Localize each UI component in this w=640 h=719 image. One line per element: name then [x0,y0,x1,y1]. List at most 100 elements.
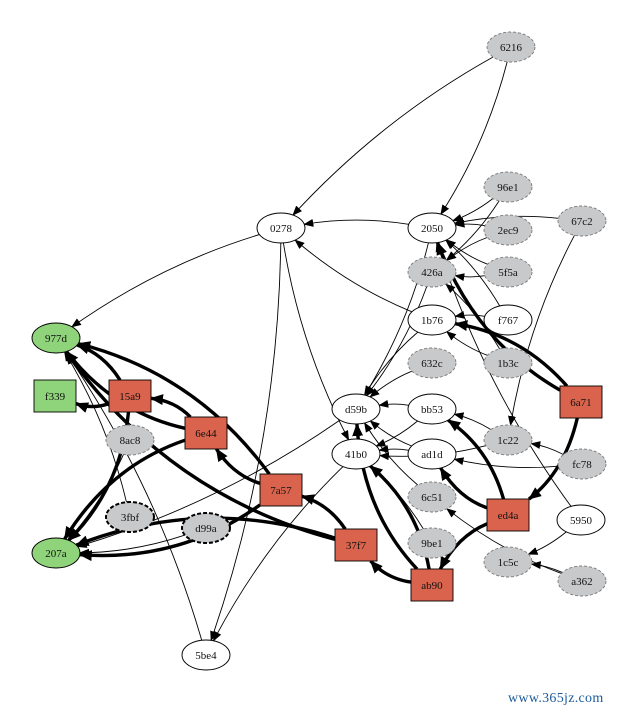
node-fc78[interactable]: fc78 [557,448,607,480]
edge-6e44-to-15a9 [150,394,192,419]
node-977d[interactable]: 977d [31,322,81,354]
node-2ec9[interactable]: 2ec9 [483,214,533,246]
node-426a[interactable]: 426a [407,256,457,288]
node-5be4[interactable]: 5be4 [181,639,231,671]
node-1c22-shape [483,424,533,456]
node-1c22-label: 1c22 [497,435,518,447]
edge-1b3c-to-1b76 [446,331,488,356]
node-1b3c[interactable]: 1b3c [483,347,533,379]
node-6e44-label: 6e44 [195,428,217,440]
node-f767[interactable]: f767 [483,304,533,336]
edge-fc78-to-1c22 [530,441,564,455]
node-37f7[interactable]: 37f7 [334,528,378,562]
node-f767-label: f767 [498,315,519,327]
node-67c2-shape [557,205,607,237]
node-41b0-shape [331,438,381,470]
edge-2ec9-to-426a [446,237,488,261]
node-ad1d-shape [407,438,457,470]
edge-bb53-to-41b0 [375,420,418,447]
node-d59b-label: d59b [345,404,368,416]
edge-ed4a-to-ab90 [438,522,488,570]
edge-fc78-to-ad1d [453,457,559,469]
node-1c22[interactable]: 1c22 [483,424,533,456]
node-ab90[interactable]: ab90 [410,568,454,602]
node-9be1-shape [407,527,457,559]
edge-ad1d-to-41b0 [378,444,409,453]
node-2050-label: 2050 [421,223,444,235]
node-5950[interactable]: 5950 [556,504,606,536]
node-632c[interactable]: 632c [407,347,457,379]
node-9be1[interactable]: 9be1 [407,527,457,559]
node-41b0[interactable]: 41b0 [331,438,381,470]
node-f339[interactable]: f339 [33,379,77,413]
node-2050[interactable]: 2050 [407,212,457,244]
node-96e1[interactable]: 96e1 [483,171,533,203]
node-6c51[interactable]: 6c51 [407,481,457,513]
node-d99a-label: d99a [195,523,217,535]
node-7a57-shape [259,473,303,507]
edge-ed4a-to-ad1d [439,467,488,510]
node-426a-label: 426a [421,267,443,279]
node-6216[interactable]: 6216 [486,31,536,63]
node-632c-label: 632c [421,358,443,370]
node-6a71[interactable]: 6a71 [559,385,603,419]
node-d59b[interactable]: d59b [331,393,381,425]
edge-0278-to-5be4 [210,242,282,642]
node-67c2-label: 67c2 [571,216,592,228]
node-bb53-label: bb53 [421,404,444,416]
edge-a362-to-6c51 [446,508,562,574]
node-0278-shape [256,212,306,244]
node-5f5a[interactable]: 5f5a [483,256,533,288]
node-fc78-shape [557,448,607,480]
node-37f7-shape [334,528,378,562]
node-3fbf-shape [105,501,155,533]
node-1b3c-label: 1b3c [497,358,519,370]
edge-6216-to-2050 [440,61,508,215]
node-67c2[interactable]: 67c2 [557,205,607,237]
edge-37f7-to-7a57 [301,494,347,530]
node-9be1-label: 9be1 [421,538,442,550]
node-15a9[interactable]: 15a9 [108,379,152,413]
edge-2ec9-to-2050 [454,219,486,228]
node-96e1-label: 96e1 [497,182,518,194]
edge-6216-to-0278 [292,56,494,216]
node-5950-shape [556,504,606,536]
node-8ac8[interactable]: 8ac8 [105,424,155,456]
node-1b76[interactable]: 1b76 [407,304,457,336]
node-3fbf[interactable]: 3fbf [105,501,155,533]
node-1c5c[interactable]: 1c5c [483,546,533,578]
edge-41b0-to-5be4 [213,466,344,642]
edge-1b76-to-0278 [294,239,413,313]
node-207a[interactable]: 207a [31,537,81,569]
node-977d-label: 977d [45,333,68,345]
node-ed4a[interactable]: ed4a [486,498,530,532]
edge-5f5a-to-426a [454,273,485,282]
node-41b0-label: 41b0 [345,449,368,461]
node-0278[interactable]: 0278 [256,212,306,244]
edge-ed4a-to-bb53 [447,418,506,500]
node-6a71-shape [559,385,603,419]
node-bb53[interactable]: bb53 [407,393,457,425]
node-7a57[interactable]: 7a57 [259,473,303,507]
node-a362[interactable]: a362 [557,565,607,597]
edge-426a-to-d59b [365,286,428,397]
edge-f767-to-2050 [445,239,501,307]
edge-67c2-to-1c22 [508,234,575,427]
node-2ec9-label: 2ec9 [498,225,519,237]
edge-a362-to-1c5c [530,561,563,573]
node-ed4a-label: ed4a [498,510,519,522]
node-d99a[interactable]: d99a [181,512,231,544]
node-ad1d[interactable]: ad1d [407,438,457,470]
node-a362-label: a362 [571,576,592,588]
node-f767-shape [483,304,533,336]
edge-bb53-to-d59b [378,399,409,408]
node-5be4-label: 5be4 [195,650,217,662]
edge-15a9-to-f339 [75,401,110,413]
node-6a71-label: 6a71 [570,397,591,409]
node-d99a-shape [181,512,231,544]
node-6e44[interactable]: 6e44 [184,416,228,450]
watermark: www.365jz.com [508,691,604,706]
nodes-layer: 6216 0278 2050 96e1 2ec9 67c2 426a 5f5a 977d 1b76… [31,31,607,671]
node-ab90-label: ab90 [421,580,443,592]
node-6216-shape [486,31,536,63]
